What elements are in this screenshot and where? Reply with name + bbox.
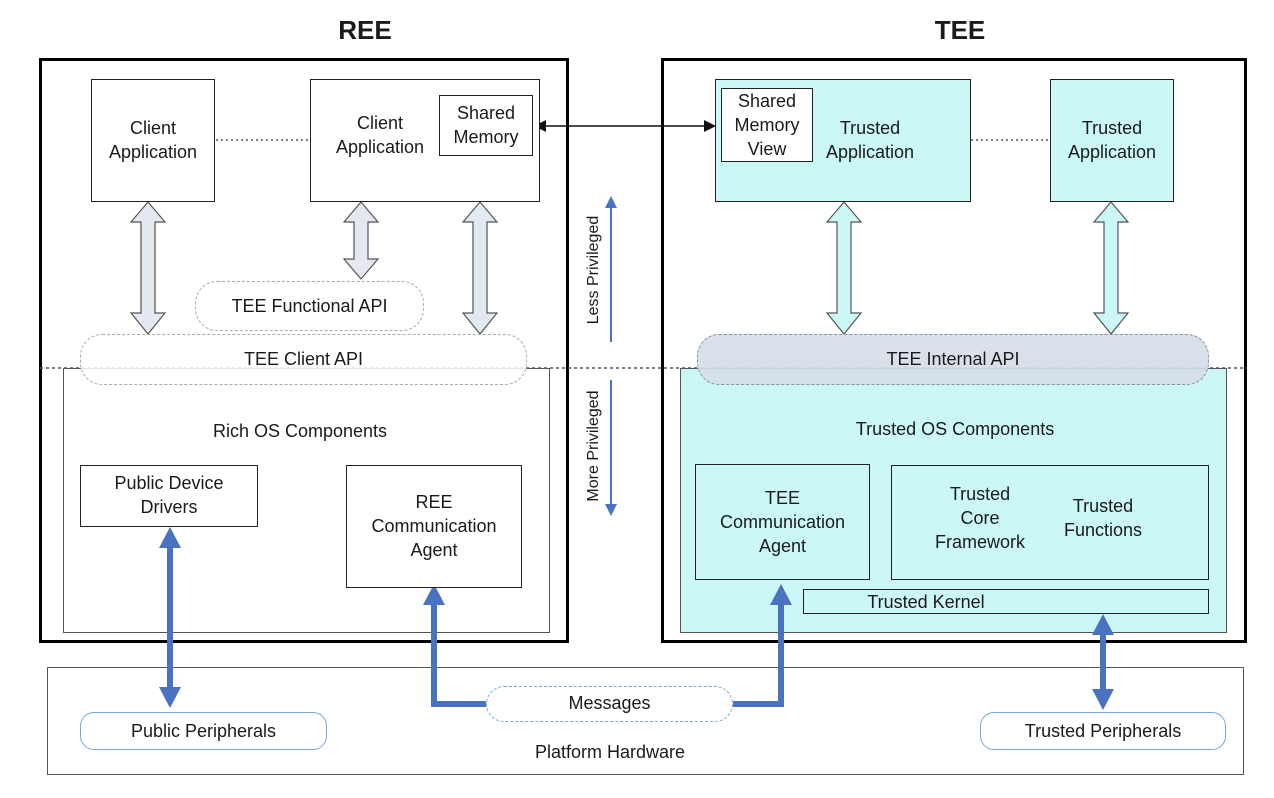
shared-memory-box bbox=[439, 95, 533, 156]
tee-title: TEE bbox=[934, 15, 986, 45]
trusted-functions-label: Trusted Functions bbox=[1063, 496, 1143, 540]
client-application-2-label: Client Application bbox=[335, 113, 425, 157]
public-peripherals-pill bbox=[80, 712, 327, 750]
shared-memory-view-box bbox=[721, 88, 813, 162]
tee-comm-agent-box bbox=[695, 464, 870, 580]
public-peripherals-label: Public Peripherals bbox=[130, 721, 277, 741]
less-privileged-label: Less Privileged bbox=[585, 215, 602, 325]
more-privileged-label: More Privileged bbox=[585, 390, 602, 502]
platform-hardware-box bbox=[47, 667, 1244, 775]
trusted-core-box bbox=[891, 465, 1209, 580]
trusted-application-2-label: Trusted Application bbox=[1067, 118, 1157, 162]
tee-internal-api-pill bbox=[697, 334, 1209, 385]
tee-container bbox=[661, 58, 1247, 643]
tee-functional-api-pill bbox=[195, 281, 424, 331]
tee-client-api-label: TEE Client API bbox=[243, 349, 364, 369]
shared-memory-view-label: Shared Memory View bbox=[734, 91, 800, 159]
tee-client-api-pill bbox=[80, 334, 527, 385]
trusted-peripherals-label: Trusted Peripherals bbox=[1024, 721, 1182, 741]
tee-internal-api-label: TEE Internal API bbox=[886, 349, 1020, 369]
ree-title: REE bbox=[338, 15, 392, 45]
trusted-core-framework-label: Trusted Core Framework bbox=[934, 484, 1025, 552]
trusted-kernel-box bbox=[803, 589, 1209, 614]
trusted-application-1-label: Trusted Application bbox=[825, 118, 915, 162]
messages-pill bbox=[486, 686, 733, 722]
messages-label: Messages bbox=[568, 693, 651, 713]
platform-hardware-label: Platform Hardware bbox=[534, 742, 686, 762]
trusted-application-2 bbox=[1050, 79, 1174, 202]
ree-container bbox=[39, 58, 569, 643]
client-application-1 bbox=[91, 79, 215, 202]
rich-os-label: Rich OS Components bbox=[212, 421, 388, 441]
tee-functional-api-label: TEE Functional API bbox=[231, 296, 388, 316]
shared-memory-label: Shared Memory bbox=[453, 103, 519, 147]
ree-comm-agent-box bbox=[346, 465, 522, 588]
trusted-os-label: Trusted OS Components bbox=[855, 419, 1055, 439]
client-application-1-label: Client Application bbox=[108, 118, 198, 162]
tee-comm-agent-label: TEE Communication Agent bbox=[719, 488, 846, 556]
ree-comm-agent-label: REE Communication Agent bbox=[371, 492, 497, 560]
public-device-drivers-box bbox=[80, 465, 258, 527]
public-device-drivers-label: Public Device Drivers bbox=[114, 473, 224, 517]
trusted-peripherals-pill bbox=[980, 712, 1226, 750]
trusted-kernel-label: Trusted Kernel bbox=[867, 592, 985, 612]
